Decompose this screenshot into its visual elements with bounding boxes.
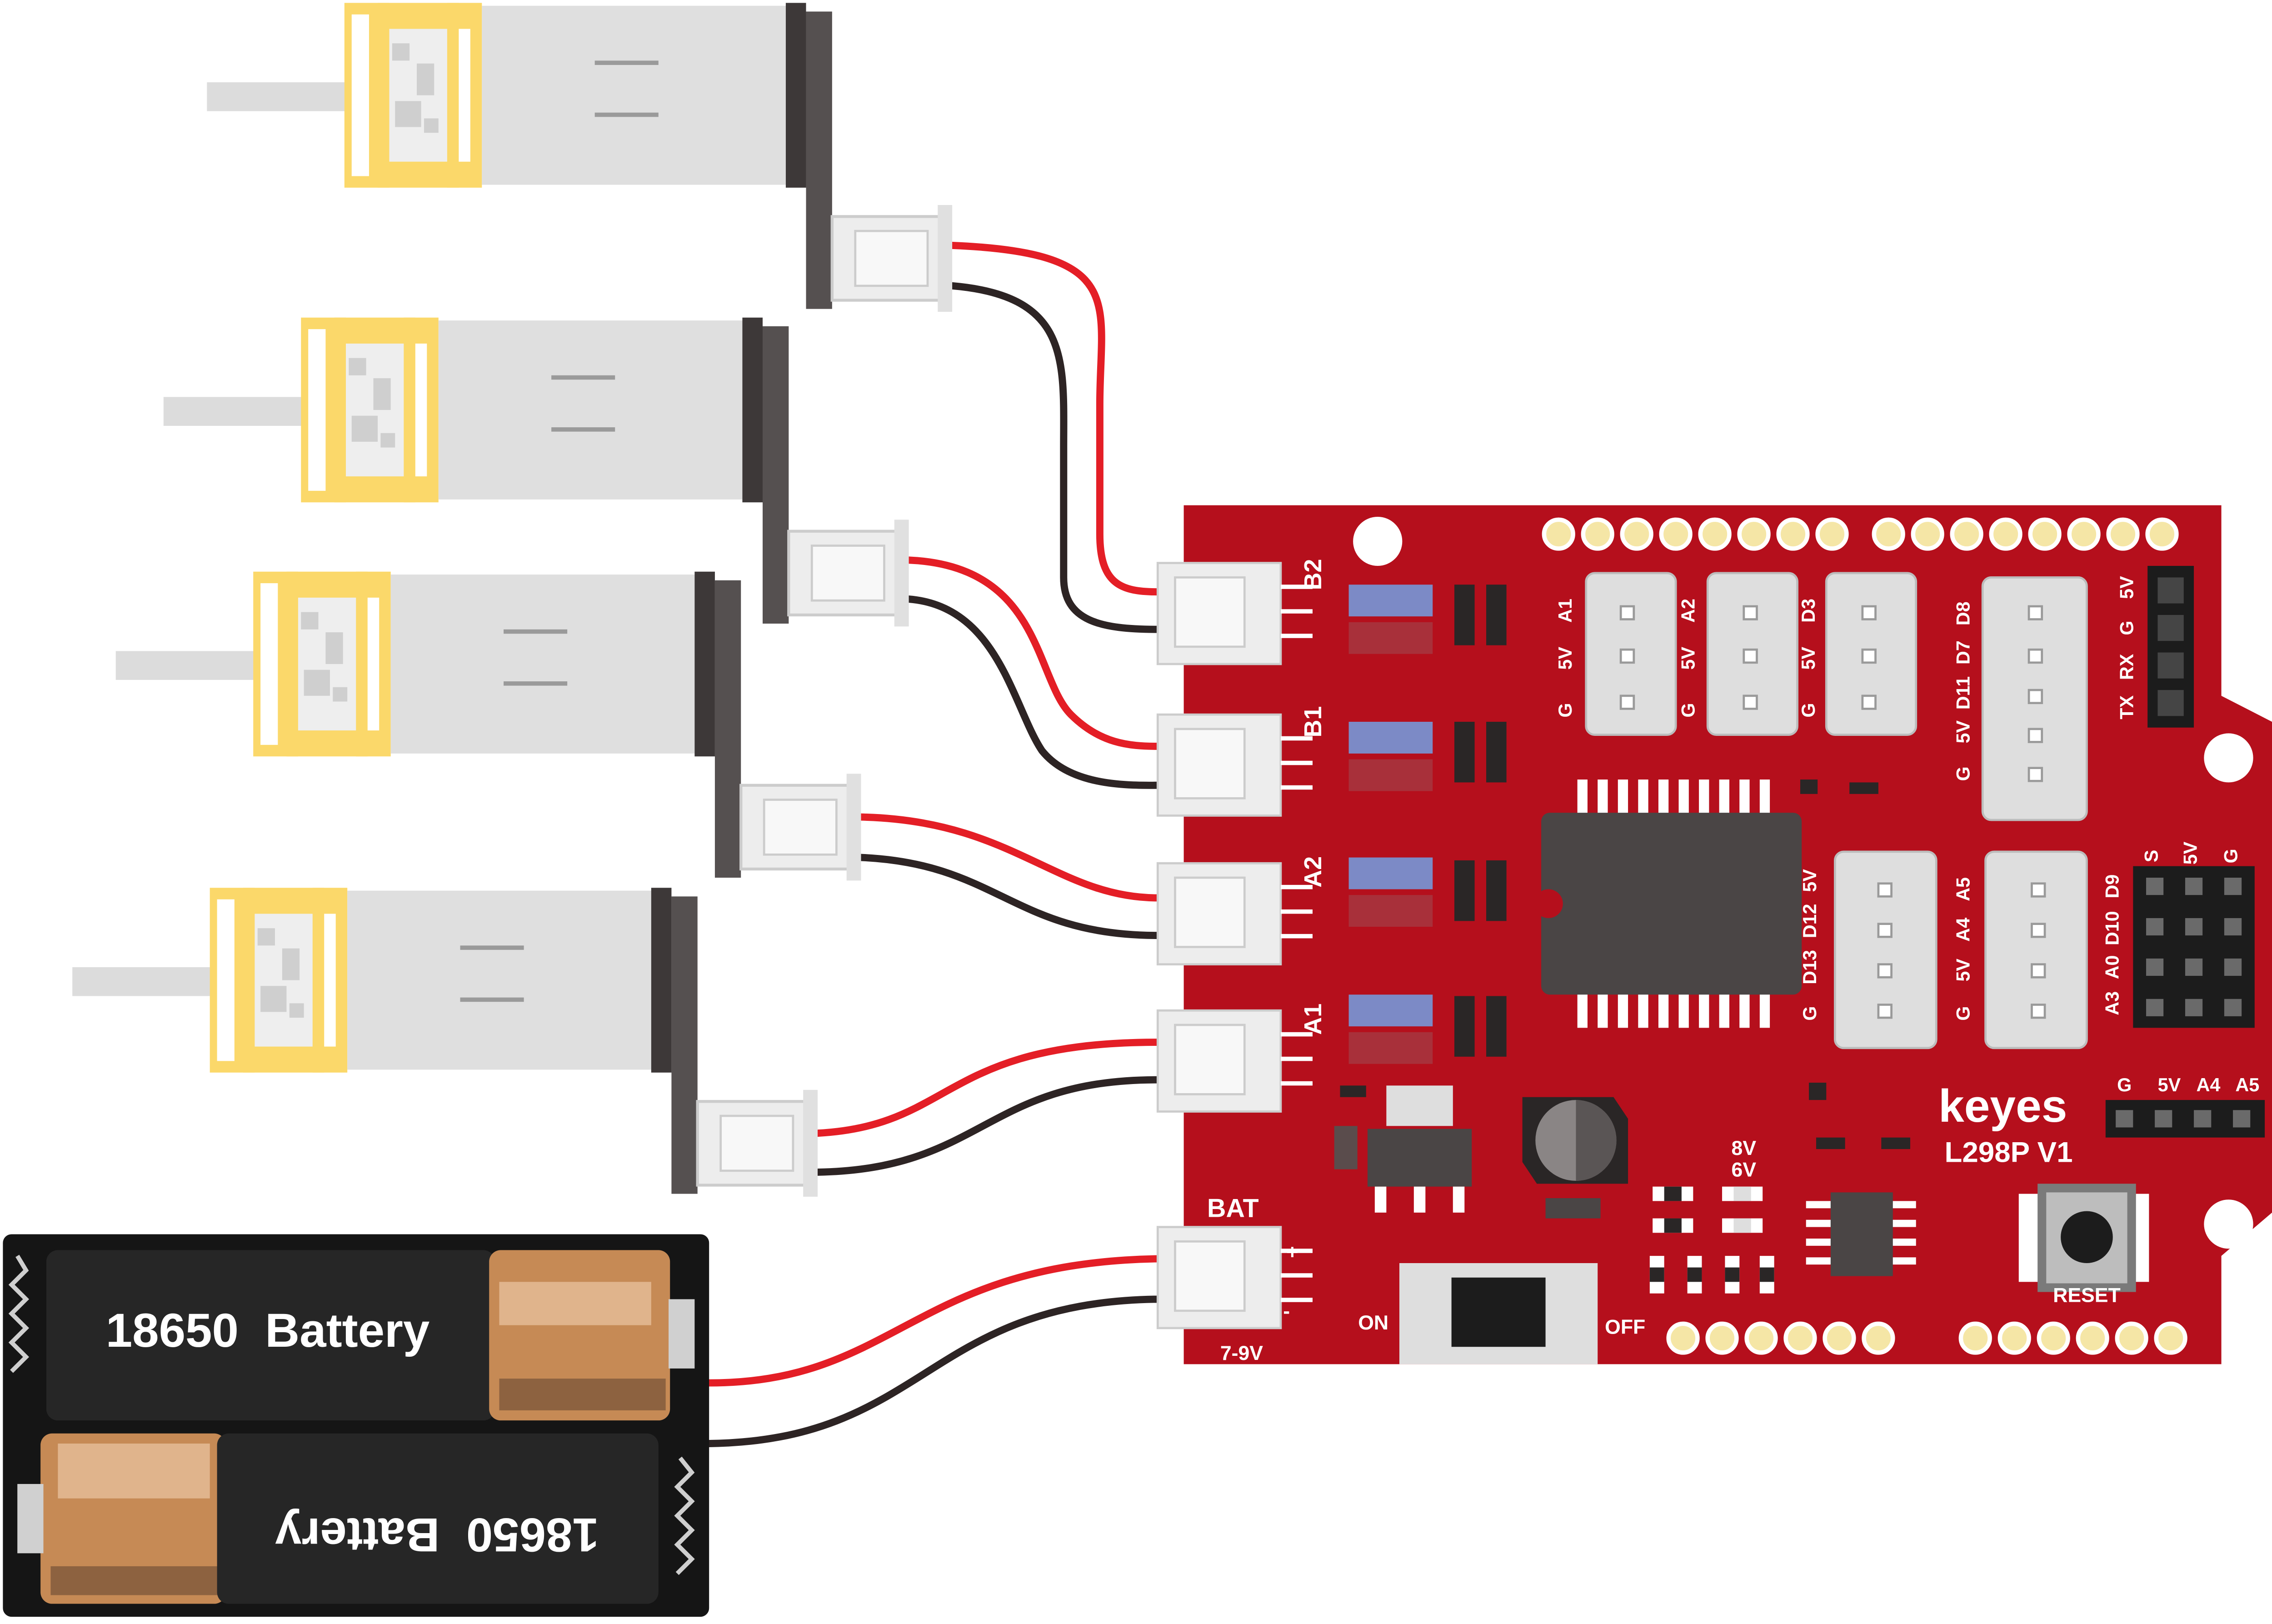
battery-cell-top: 18650 Battery <box>46 1250 695 1421</box>
board-model: L298P V1 <box>1944 1136 2072 1169</box>
label-a1: A1 <box>1555 599 1576 623</box>
label-servo-d10: D10 <box>2102 911 2122 945</box>
motor-port-connectors <box>1156 562 1282 1329</box>
label-servo-d9: D9 <box>2102 874 2122 899</box>
label-d3: D3 <box>1798 599 1819 623</box>
wire-black-b1 <box>905 595 1162 789</box>
label-servo-g: G <box>2221 849 2242 863</box>
switch-on-label: ON <box>1358 1312 1388 1334</box>
capacitor <box>1522 1097 1628 1219</box>
battery-cell-bottom: 18650 Battery <box>17 1433 659 1604</box>
label-servo-5v: 5V <box>2180 841 2201 864</box>
battery-label-bottom: 18650 Battery <box>275 1508 599 1561</box>
port-label-voltage: 7-9V <box>1220 1342 1263 1364</box>
motor-3 <box>116 572 861 881</box>
label-d7: D7 <box>1952 640 1973 665</box>
battery-pack: 18650 Battery 18650 Battery <box>3 1234 709 1617</box>
voltage-regulator <box>1367 1085 1472 1213</box>
wires <box>705 241 1162 1447</box>
bottom-header-pins <box>1666 1321 2187 1355</box>
battery-label-top: 18650 Battery <box>106 1304 430 1357</box>
wire-black-a1 <box>814 1076 1162 1176</box>
label-g-d3: G <box>1798 703 1819 718</box>
label-g-a5grp: G <box>1952 1006 1973 1020</box>
label-d12: D12 <box>1799 904 1820 938</box>
label-rx: RX <box>2116 654 2137 680</box>
led-indicators <box>1348 585 1433 1064</box>
label-i2c-5v: 5V <box>2158 1074 2181 1095</box>
label-5v-d8grp: 5V <box>1952 720 1973 744</box>
label-i2c-g: G <box>2117 1074 2132 1095</box>
l298p-chip <box>1534 780 1802 1028</box>
port-label-minus: - <box>1283 1300 1290 1323</box>
small-ic <box>1806 1192 1916 1276</box>
motor-4 <box>72 888 818 1197</box>
motor-1 <box>207 3 952 312</box>
label-5v-a2: 5V <box>1678 647 1699 670</box>
label-g-a1: G <box>1555 703 1576 718</box>
label-d13: D13 <box>1799 950 1820 984</box>
label-g-a2: G <box>1678 703 1699 718</box>
port-label-b2: B2 <box>1299 559 1327 590</box>
wire-black-b2 <box>949 282 1162 633</box>
label-tx: TX <box>2116 695 2137 719</box>
reset-label: RESET <box>2053 1284 2121 1307</box>
brand-name: keyes <box>1938 1080 2067 1132</box>
label-5v-d13grp: 5V <box>1799 869 1820 892</box>
wire-red-b1 <box>905 556 1162 750</box>
port-label-a2: A2 <box>1299 856 1327 888</box>
port-label-plus: + <box>1286 1241 1298 1264</box>
label-5v-a1: 5V <box>1555 647 1576 670</box>
label-d8: D8 <box>1952 601 1973 625</box>
motor-driver-board: B2 B1 A2 A1 BAT 7-9V + - <box>1156 505 2272 1364</box>
serial-header <box>2147 565 2194 728</box>
top-header-pins <box>1542 517 2179 551</box>
i2c-header <box>2105 1100 2265 1138</box>
label-servo-s: S <box>2141 850 2162 863</box>
wire-black-bat <box>705 1295 1162 1447</box>
reset-button[interactable] <box>2018 1184 2149 1292</box>
label-6v: 6V <box>1732 1159 1757 1181</box>
voltage-jumpers <box>1649 1186 1774 1294</box>
wire-red-b2 <box>949 241 1162 596</box>
label-g-serial: G <box>2116 621 2137 635</box>
wire-red-a2 <box>857 813 1162 902</box>
label-g-d8grp: G <box>1952 766 1973 781</box>
port-label-b1: B1 <box>1299 706 1327 737</box>
label-i2c-a5: A5 <box>2235 1074 2259 1095</box>
wire-red-bat <box>705 1255 1162 1387</box>
label-servo-a0: A0 <box>2102 955 2122 979</box>
label-8v: 8V <box>1732 1137 1757 1159</box>
wire-black-a2 <box>857 854 1162 939</box>
label-servo-a3: A3 <box>2102 991 2122 1015</box>
port-label-bat: BAT <box>1207 1194 1259 1223</box>
wire-red-a1 <box>814 1039 1162 1137</box>
label-5v-serial: 5V <box>2116 576 2137 599</box>
label-g-d13grp: G <box>1799 1006 1820 1020</box>
port-label-a1: A1 <box>1299 1004 1327 1035</box>
label-a2: A2 <box>1678 599 1699 623</box>
label-d11: D11 <box>1952 676 1973 710</box>
power-switch[interactable] <box>1399 1263 1598 1364</box>
switch-off-label: OFF <box>1605 1316 1645 1339</box>
label-i2c-a4: A4 <box>2196 1074 2220 1095</box>
label-a5-a5grp: A5 <box>1952 877 1973 901</box>
label-5v-d3: 5V <box>1798 647 1819 670</box>
label-a4-a5grp: A4 <box>1952 918 1973 942</box>
servo-header <box>2133 866 2255 1028</box>
label-5v-a5grp: 5V <box>1952 959 1973 982</box>
diodes <box>1454 585 1507 1057</box>
